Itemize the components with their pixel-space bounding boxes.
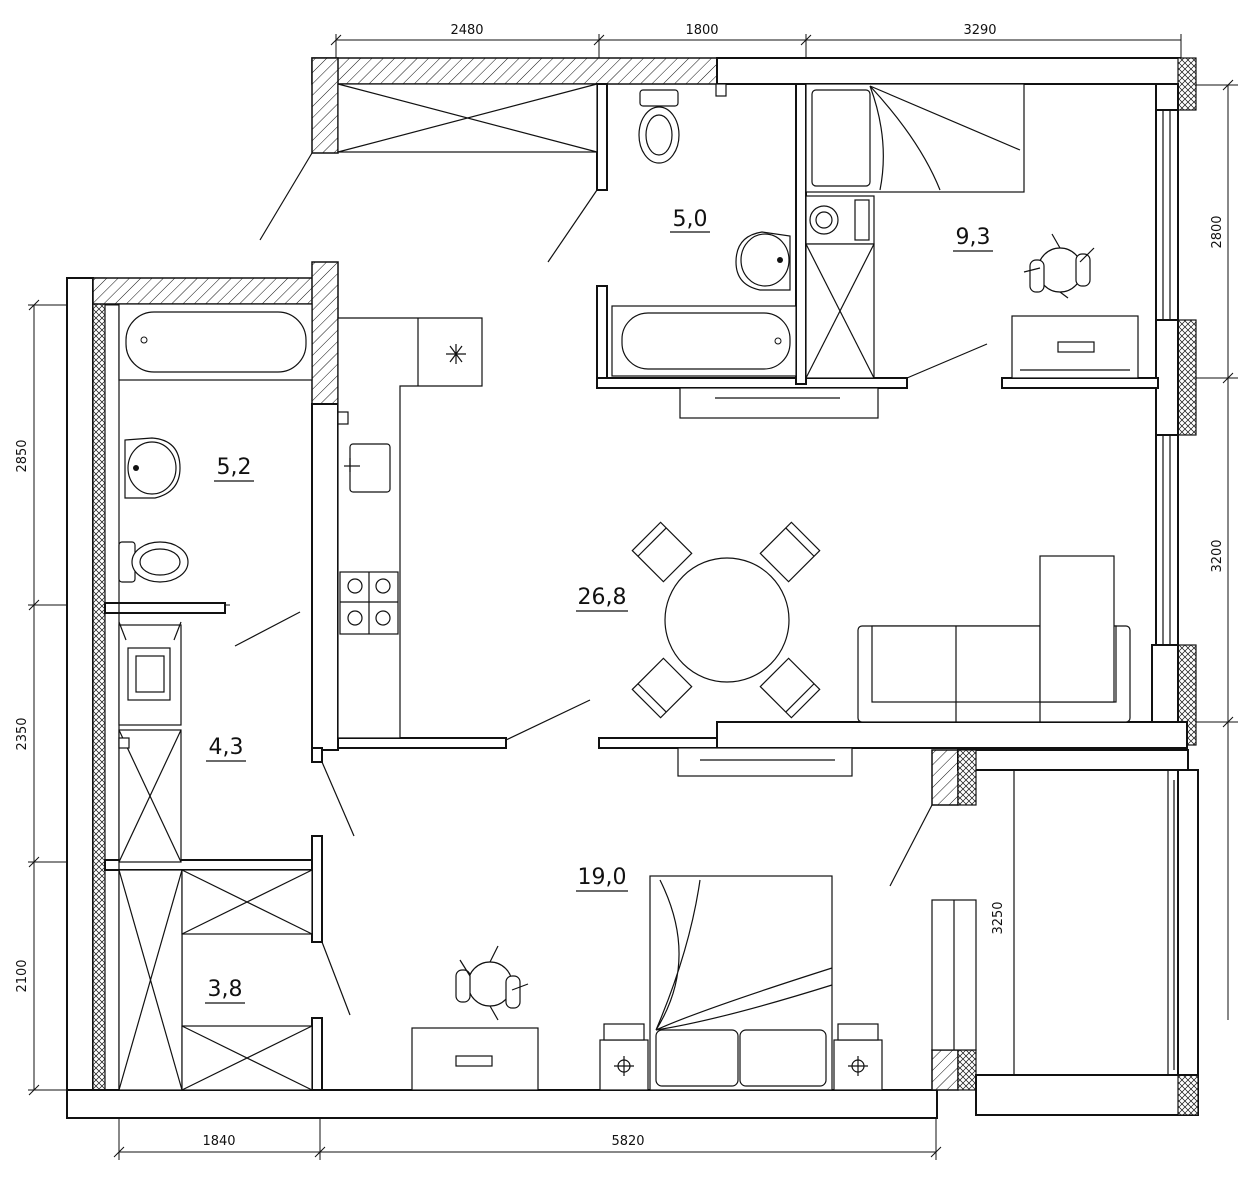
laundry-cabinet	[118, 729, 182, 863]
dim-right-3: 3250	[991, 901, 1006, 934]
radiator-living-icon	[677, 747, 853, 777]
top-wardrobe	[337, 83, 598, 153]
room-labels: 5,0 9,3 5,2 26,8 4,3 19,0 3,8	[205, 207, 993, 1004]
bed-main-icon	[649, 875, 833, 1091]
dim-left-1: 2850	[15, 439, 30, 472]
nightstand-left-icon	[599, 1023, 649, 1091]
desk-main-icon	[411, 1027, 539, 1091]
bathtub-icon	[611, 305, 797, 377]
dim-top-1: 2480	[450, 23, 483, 38]
fridge-icon	[446, 344, 466, 364]
kitchen-counter	[337, 317, 483, 739]
dining-table-icon	[631, 521, 821, 719]
room-area-hallway-bath: 5,0	[673, 207, 708, 232]
room-area-bedroom-main: 19,0	[578, 865, 627, 890]
dimension-labels: 2480 1800 3290 2800 3200 3250 2850 2350 …	[15, 23, 1225, 1149]
dim-bottom-1: 1840	[202, 1134, 235, 1149]
office-chair-small-icon	[1023, 233, 1095, 299]
door-swings	[234, 152, 988, 1016]
bathtub-left-icon	[118, 303, 313, 381]
toilet-icon	[638, 83, 727, 164]
bed-small-icon	[805, 83, 1025, 193]
room-area-bathroom-left: 5,2	[217, 455, 252, 480]
walls	[66, 57, 1199, 1119]
sink-icon	[735, 231, 791, 291]
shelving-unit	[805, 243, 875, 379]
radiator-icon	[679, 387, 879, 419]
washer-laundry-icon	[118, 621, 182, 726]
dim-left-3: 2100	[15, 959, 30, 992]
dim-top-2: 1800	[685, 23, 718, 38]
room-area-laundry: 4,3	[209, 735, 244, 760]
room-area-bedroom-small: 9,3	[956, 225, 991, 250]
room-area-living-kitchen: 26,8	[578, 585, 627, 610]
dim-top-3: 3290	[963, 23, 996, 38]
closet-shelves	[118, 869, 313, 1091]
stove-icon	[339, 571, 399, 635]
kitchen-sink-icon	[344, 443, 391, 493]
dim-right-1: 2800	[1210, 215, 1225, 248]
balcony-glazing	[931, 780, 1175, 1070]
nightstand-right-icon	[833, 1023, 883, 1091]
sofa-icon	[857, 555, 1131, 723]
sink-left-icon	[124, 437, 181, 499]
dim-bottom-2: 5820	[611, 1134, 644, 1149]
room-area-closet: 3,8	[208, 977, 243, 1002]
desk-small-icon	[1011, 315, 1139, 379]
toilet-left-icon	[118, 541, 189, 583]
dim-left-2: 2350	[15, 717, 30, 750]
dim-right-2: 3200	[1210, 539, 1225, 572]
office-chair-main-icon	[455, 945, 529, 1021]
washing-machine-icon	[805, 195, 875, 245]
